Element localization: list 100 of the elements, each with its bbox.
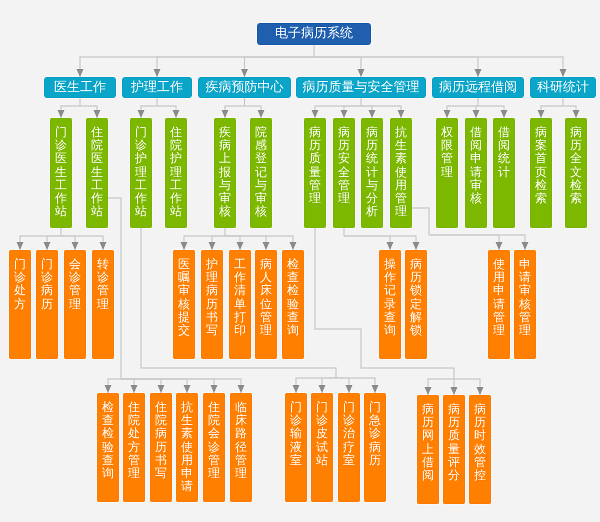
module-label: 抗生素使用管理 xyxy=(395,126,407,218)
function-label: 申请审核管理 xyxy=(519,258,531,338)
category-label: 护理工作 xyxy=(131,80,183,96)
function-label: 医嘱审核提交 xyxy=(178,258,190,338)
connector-arrow xyxy=(44,235,61,250)
function-label: 会诊管理 xyxy=(69,258,81,311)
module-label: 病历质量管理 xyxy=(309,126,321,206)
category-label: 科研统计 xyxy=(537,80,589,96)
connector-arrow xyxy=(361,105,404,118)
category-label: 疾病预防中心 xyxy=(206,80,284,96)
module-label: 门诊医生工作站 xyxy=(55,126,67,218)
function-box xyxy=(338,393,360,502)
connector-arrow xyxy=(80,105,100,118)
module-box xyxy=(465,118,487,228)
function-label: 门急诊病历 xyxy=(369,401,381,467)
connector-arrow xyxy=(478,105,508,118)
category-box xyxy=(530,77,596,98)
module-box xyxy=(304,118,326,228)
connector-arrow xyxy=(241,56,314,77)
function-box xyxy=(514,250,536,359)
module-box xyxy=(50,118,72,228)
function-label: 病历网上借阅 xyxy=(422,403,434,482)
function-box xyxy=(64,250,86,359)
connector-line xyxy=(108,197,122,379)
function-label: 操作记录查询 xyxy=(384,258,396,338)
function-box xyxy=(201,250,223,359)
connector-arrow xyxy=(318,377,336,393)
module-label: 疾病上报与审核 xyxy=(219,126,231,218)
function-box xyxy=(173,250,195,359)
function-label: 抗生素使用申请 xyxy=(181,401,193,494)
connector-arrow xyxy=(429,234,528,250)
module-label: 借阅申请审核 xyxy=(470,126,482,206)
connector-arrow xyxy=(138,105,157,118)
function-label: 使用申请管理 xyxy=(493,258,505,338)
connector-arrow xyxy=(472,105,480,118)
function-box xyxy=(97,393,119,502)
function-label: 病历锁定解锁 xyxy=(410,258,422,338)
category-box xyxy=(432,77,524,98)
module-label: 病历全文检索 xyxy=(570,126,582,206)
system-root-box xyxy=(257,23,371,45)
function-label: 护理病历书写 xyxy=(206,258,218,338)
module-label: 借阅统计 xyxy=(498,126,510,179)
category-box xyxy=(44,77,116,98)
module-box xyxy=(165,118,187,228)
module-box xyxy=(436,118,458,228)
module-box xyxy=(493,118,515,228)
connector-arrow xyxy=(336,377,378,393)
function-box xyxy=(230,393,252,502)
category-label: 医生工作 xyxy=(54,80,106,96)
function-box xyxy=(9,250,31,359)
connector-arrow xyxy=(58,105,80,118)
connector-arrow xyxy=(340,105,361,118)
connector-line xyxy=(313,45,315,57)
category-box xyxy=(198,77,291,98)
function-label: 病历质量评分 xyxy=(448,403,460,482)
function-label: 病人床位管理 xyxy=(260,258,272,338)
connector-arrow xyxy=(344,235,420,250)
connector-arrow xyxy=(450,378,458,395)
module-label: 住院医生工作站 xyxy=(91,126,103,218)
function-label: 住院病历书写 xyxy=(155,401,167,480)
connector-line xyxy=(314,228,455,379)
connector-arrow xyxy=(454,378,484,395)
function-label: 住院处方管理 xyxy=(128,401,140,480)
function-label: 临床路径管理 xyxy=(235,401,247,480)
category-label: 病历远程借阅 xyxy=(439,80,517,96)
function-box xyxy=(285,393,307,502)
connector-arrow xyxy=(563,105,580,118)
function-label: 门诊处方 xyxy=(14,258,26,311)
function-box xyxy=(36,250,58,359)
connector-arrow xyxy=(121,378,244,393)
function-box xyxy=(203,393,225,502)
function-label: 检查检验查询 xyxy=(102,401,114,480)
function-box xyxy=(379,250,401,359)
category-label: 病历质量与安全管理 xyxy=(302,80,420,96)
connector-arrow xyxy=(225,235,296,250)
function-label: 门诊病历 xyxy=(41,258,53,311)
connector-arrow xyxy=(222,105,244,118)
module-box xyxy=(86,118,108,228)
function-box xyxy=(469,395,491,504)
connector-line xyxy=(140,228,337,378)
connector-arrow xyxy=(61,235,106,250)
function-box xyxy=(311,393,333,502)
root-label: 电子病历系统 xyxy=(275,26,353,42)
connector-arrow xyxy=(444,105,478,118)
connector-arrow xyxy=(208,235,225,250)
function-box xyxy=(405,250,427,359)
connector-arrow xyxy=(424,378,454,395)
function-label: 病历时效管控 xyxy=(474,403,486,482)
connector-arrow xyxy=(314,56,566,77)
module-box xyxy=(565,118,587,228)
function-label: 检查检验查询 xyxy=(287,258,299,338)
module-box xyxy=(361,118,383,228)
function-box xyxy=(123,393,145,502)
connector-arrow xyxy=(157,105,180,118)
module-label: 住院护理工作站 xyxy=(170,126,182,218)
function-label: 转诊管理 xyxy=(97,258,109,311)
connector-arrow xyxy=(104,378,121,393)
function-label: 住院会诊管理 xyxy=(208,401,220,480)
module-box xyxy=(530,118,552,228)
module-label: 病案首页检索 xyxy=(535,126,547,206)
